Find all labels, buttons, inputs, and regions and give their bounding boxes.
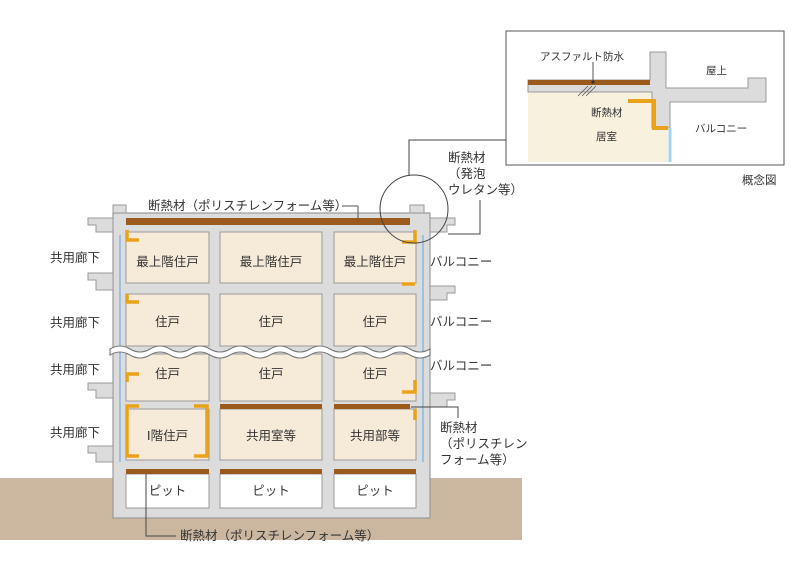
pit-insulation-bars xyxy=(126,469,416,474)
room-label: 住戸 xyxy=(258,314,283,329)
room-label: 住戸 xyxy=(155,314,180,329)
room-label: ピット xyxy=(149,483,187,498)
room-label: ピット xyxy=(252,483,290,498)
detail-callout-circle xyxy=(379,174,449,244)
urethane-annotation-line3: ウレタン等） xyxy=(448,182,523,197)
corridor-label: 共用廊下 xyxy=(50,362,100,377)
room-label: 最上階住戸 xyxy=(240,254,303,269)
inset-asphalt-label: アスファルト防水 xyxy=(540,50,624,63)
room-label: 住戸 xyxy=(362,366,387,381)
balcony-label: バルコニー xyxy=(430,358,492,373)
balcony-label: バルコニー xyxy=(430,254,492,269)
room-box xyxy=(333,408,417,461)
inset-insulation-label: 断熱材 xyxy=(591,106,623,119)
room-box xyxy=(125,353,210,402)
room-box xyxy=(333,473,417,509)
bottom-insulation-annotation: 断熱材（ポリスチレンフォーム等） xyxy=(180,528,379,543)
corridor-label: 共用廊下 xyxy=(50,315,100,330)
bottom-insulation-leader xyxy=(145,474,176,537)
room-label: 住戸 xyxy=(362,314,387,329)
right-insulation-line3: フォーム等） xyxy=(440,452,515,467)
balcony-label: バルコニー xyxy=(430,314,492,329)
inset-room-label: 居室 xyxy=(596,130,617,143)
inset-orange-layer xyxy=(628,99,668,130)
left-parapet xyxy=(112,204,127,214)
room-box xyxy=(333,293,417,347)
room-label: 住戸 xyxy=(258,366,283,381)
callout-leader xyxy=(408,139,506,176)
inset-detail: アスファルト防水 屋上 断熱材 居室 バルコニー xyxy=(505,30,785,166)
roof-insulation-annotation: 断熱材（ポリスチレンフォーム等） xyxy=(148,198,347,213)
room-label: 最上階住戸 xyxy=(136,254,199,269)
right-parapet xyxy=(409,204,425,214)
roof-insulation-bar xyxy=(126,218,410,225)
inset-roof-label: 屋上 xyxy=(706,65,727,77)
balcony-slabs xyxy=(429,217,456,408)
right-insulation-line1: 断熱材 xyxy=(440,420,478,435)
room-box xyxy=(219,231,323,284)
room-box xyxy=(125,293,210,347)
room-label: 最上階住戸 xyxy=(344,254,407,269)
floor1-insulation-bars xyxy=(220,404,410,409)
inset-brown-layer xyxy=(528,80,650,85)
break-lines xyxy=(109,345,431,359)
inset-room-gradient-area xyxy=(528,92,668,162)
inset-balcony-label: バルコニー xyxy=(695,123,747,135)
right-insulation-line2: （ポリスチレン xyxy=(440,436,528,451)
corridor-label: 共用廊下 xyxy=(50,425,100,440)
urethane-leader xyxy=(448,200,481,235)
urethane-annotation-line2: （発泡 xyxy=(448,166,486,181)
urethane-annotation-line1: 断熱材 xyxy=(448,150,486,165)
corridor-slabs xyxy=(87,217,114,463)
corridor-label: 共用廊下 xyxy=(50,250,100,265)
room-label: 共用部等 xyxy=(350,428,400,443)
room-label: ピット xyxy=(356,483,394,498)
room-box xyxy=(125,473,210,509)
inset-caption: 概念図 xyxy=(742,173,777,187)
inset-hatch xyxy=(577,85,597,97)
room-label: I階住戸 xyxy=(147,428,188,443)
right-insulation-leader xyxy=(411,406,459,418)
room-box xyxy=(219,293,323,347)
room-label: 住戸 xyxy=(155,366,180,381)
urethane-insulation xyxy=(125,230,417,458)
rooms-layer: 最上階住戸最上階住戸最上階住戸住戸住戸住戸住戸住戸住戸I階住戸共用室等共用部等ピ… xyxy=(125,231,417,509)
inset-asphalt-dot xyxy=(591,80,595,84)
room-label: 共用室等 xyxy=(246,428,296,443)
room-box xyxy=(125,408,210,461)
room-box xyxy=(219,408,323,461)
room-box xyxy=(125,231,210,284)
room-box xyxy=(219,353,323,402)
